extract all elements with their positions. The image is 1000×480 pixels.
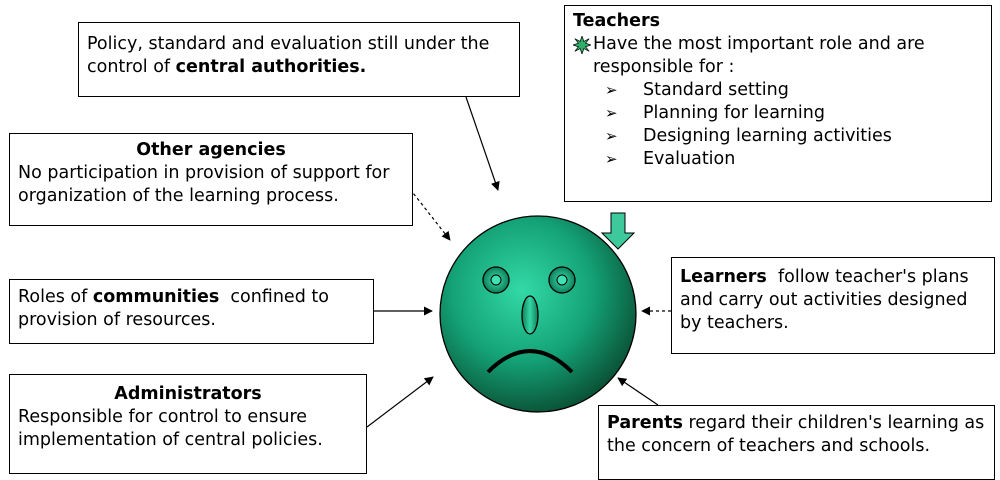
policy-bold: central authorities. (175, 57, 367, 77)
arrow-administrators (366, 376, 434, 428)
parents-bold: Parents (607, 413, 683, 433)
star-burst-icon (571, 33, 593, 79)
teachers-box: Teachers Have the most important role an… (564, 5, 992, 202)
arrowhead-bullet-icon: ➢ (605, 104, 618, 122)
policy-box: Policy, standard and evaluation still un… (78, 22, 520, 97)
frown-mouth (486, 349, 574, 374)
nose (521, 295, 539, 335)
teachers-bullet: ➢Planning for learning (605, 103, 825, 123)
policy-text: Policy, standard and evaluation still un… (87, 34, 490, 77)
left-pupil (490, 274, 502, 286)
parents-text: regard their children's learning as the … (607, 413, 990, 456)
teachers-intro-row: Have the most important role and are res… (571, 33, 983, 79)
administrators-title: Administrators (114, 384, 262, 404)
sad-face-icon (439, 215, 637, 413)
other-agencies-text: No participation in provision of support… (18, 163, 390, 206)
teacher-down-arrow (600, 212, 636, 250)
teachers-bullet: ➢Evaluation (605, 149, 736, 169)
other-agencies-box: Other agencies No participation in provi… (9, 133, 413, 226)
teachers-bullet: ➢Designing learning activities (605, 126, 892, 146)
arrowhead-bullet-icon: ➢ (605, 81, 618, 99)
right-pupil (556, 274, 568, 286)
teachers-bullet: ➢Standard setting (605, 80, 789, 100)
teachers-intro: Have the most important role and are res… (593, 34, 925, 77)
learners-bold: Learners (680, 267, 767, 287)
communities-text-after: confined to provision of resources. (18, 287, 335, 330)
learners-text: follow teacher's plans and carry out act… (680, 267, 975, 333)
teachers-bullet-list: ➢Standard setting ➢Planning for learning… (573, 79, 983, 171)
arrowhead-bullet-icon: ➢ (605, 150, 618, 168)
arrow-parents (617, 377, 659, 406)
communities-box: Roles of communities confined to provisi… (9, 279, 374, 344)
administrators-box: Administrators Responsible for control t… (9, 374, 367, 474)
arrowhead-bullet-icon: ➢ (605, 127, 618, 145)
arrow-policy (465, 96, 500, 191)
communities-text-before: Roles of (18, 287, 93, 307)
communities-bold: communities (92, 287, 220, 307)
parents-box: Parents regard their children's learning… (598, 405, 995, 480)
administrators-text: Responsible for control to ensure implem… (18, 407, 323, 450)
teachers-title: Teachers (573, 11, 661, 31)
learners-box: Learners follow teacher's plans and carr… (671, 257, 995, 354)
other-agencies-title: Other agencies (136, 140, 286, 160)
